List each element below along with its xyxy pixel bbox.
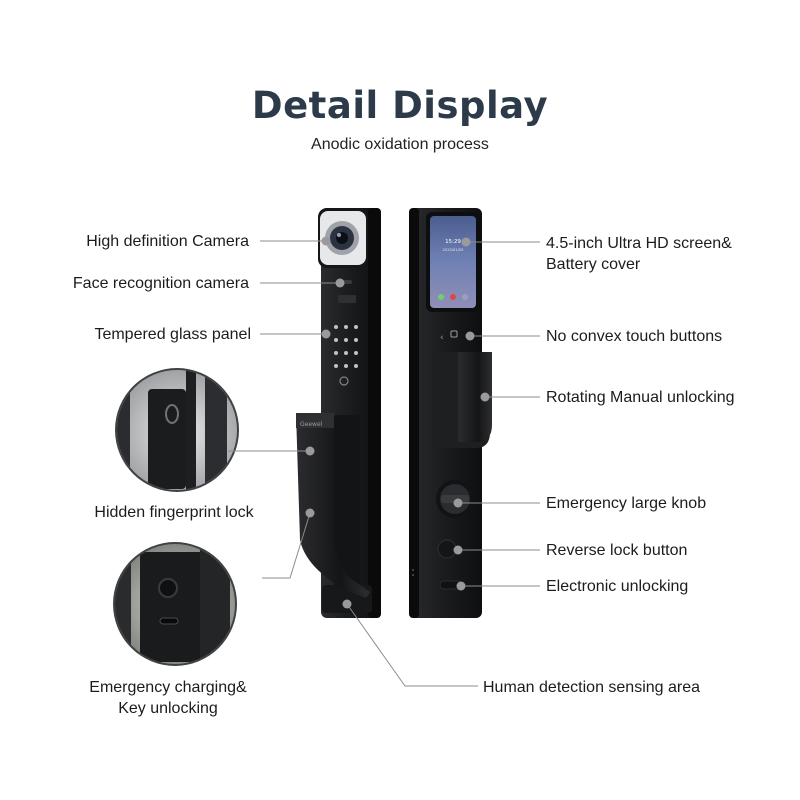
dot-screen bbox=[461, 237, 471, 247]
label-human-detection: Human detection sensing area bbox=[483, 679, 701, 696]
dot-electronic-unlock bbox=[456, 581, 466, 591]
chevron-left-icon: ‹ bbox=[440, 333, 444, 343]
label-charging: Emergency charging& Key unlocking bbox=[68, 677, 268, 719]
label-fingerprint: Hidden fingerprint lock bbox=[94, 504, 254, 521]
label-glass-panel: Tempered glass panel bbox=[94, 326, 251, 343]
label-screen-line2: Battery cover bbox=[546, 256, 641, 273]
screen-time: 15:29 bbox=[445, 239, 461, 245]
keyhole-icon bbox=[158, 578, 178, 598]
dot-human-detection bbox=[342, 599, 352, 609]
label-hd-camera: High definition Camera bbox=[86, 233, 249, 250]
page-subtitle: Anodic oxidation process bbox=[311, 136, 489, 153]
dot-hd-camera bbox=[321, 236, 331, 246]
leader-lines bbox=[228, 240, 540, 687]
usb-c-icon bbox=[159, 617, 179, 625]
label-charging-line2: Key unlocking bbox=[118, 700, 218, 717]
dot-manual-unlock bbox=[480, 392, 490, 402]
label-manual-unlock: Rotating Manual unlocking bbox=[546, 389, 735, 406]
label-screen: 4.5-inch Ultra HD screen& Battery cover bbox=[546, 233, 732, 275]
label-electronic-unlock: Electronic unlocking bbox=[546, 578, 689, 595]
dot-charging bbox=[305, 508, 315, 518]
back-lock-body: 15:29 2025/01/05 ‹ bbox=[409, 208, 492, 618]
dot-touch-buttons bbox=[465, 331, 475, 341]
label-face-camera: Face recognition camera bbox=[72, 275, 249, 292]
hangup-icon bbox=[450, 294, 456, 300]
fingerprint-inset bbox=[115, 368, 239, 492]
answer-icon bbox=[438, 294, 444, 300]
square-icon bbox=[450, 330, 458, 338]
label-screen-line1: 4.5-inch Ultra HD screen& bbox=[546, 235, 732, 252]
keypad-icon bbox=[334, 325, 358, 368]
dot-face-camera bbox=[335, 278, 345, 288]
dot-reverse-lock bbox=[453, 545, 463, 555]
dot-glass-panel bbox=[321, 329, 331, 339]
reverse-lock-icon bbox=[437, 539, 457, 559]
brand-mark: Geewel bbox=[300, 421, 323, 428]
dot-fingerprint bbox=[305, 446, 315, 456]
menu-icon bbox=[462, 294, 468, 300]
label-charging-line1: Emergency charging& bbox=[89, 679, 247, 696]
charging-inset bbox=[113, 542, 237, 666]
page-title: Detail Display bbox=[251, 84, 549, 127]
front-lock-body bbox=[318, 208, 381, 618]
dot-knob bbox=[453, 498, 463, 508]
screen-date: 2025/01/05 bbox=[443, 248, 464, 252]
callout-dots bbox=[305, 236, 490, 609]
label-touch-buttons: No convex touch buttons bbox=[546, 328, 723, 345]
front-handle: Geewel bbox=[296, 413, 370, 598]
label-reverse-lock: Reverse lock button bbox=[546, 542, 688, 559]
label-knob: Emergency large knob bbox=[546, 495, 707, 512]
fingerprint-icon bbox=[165, 404, 179, 424]
